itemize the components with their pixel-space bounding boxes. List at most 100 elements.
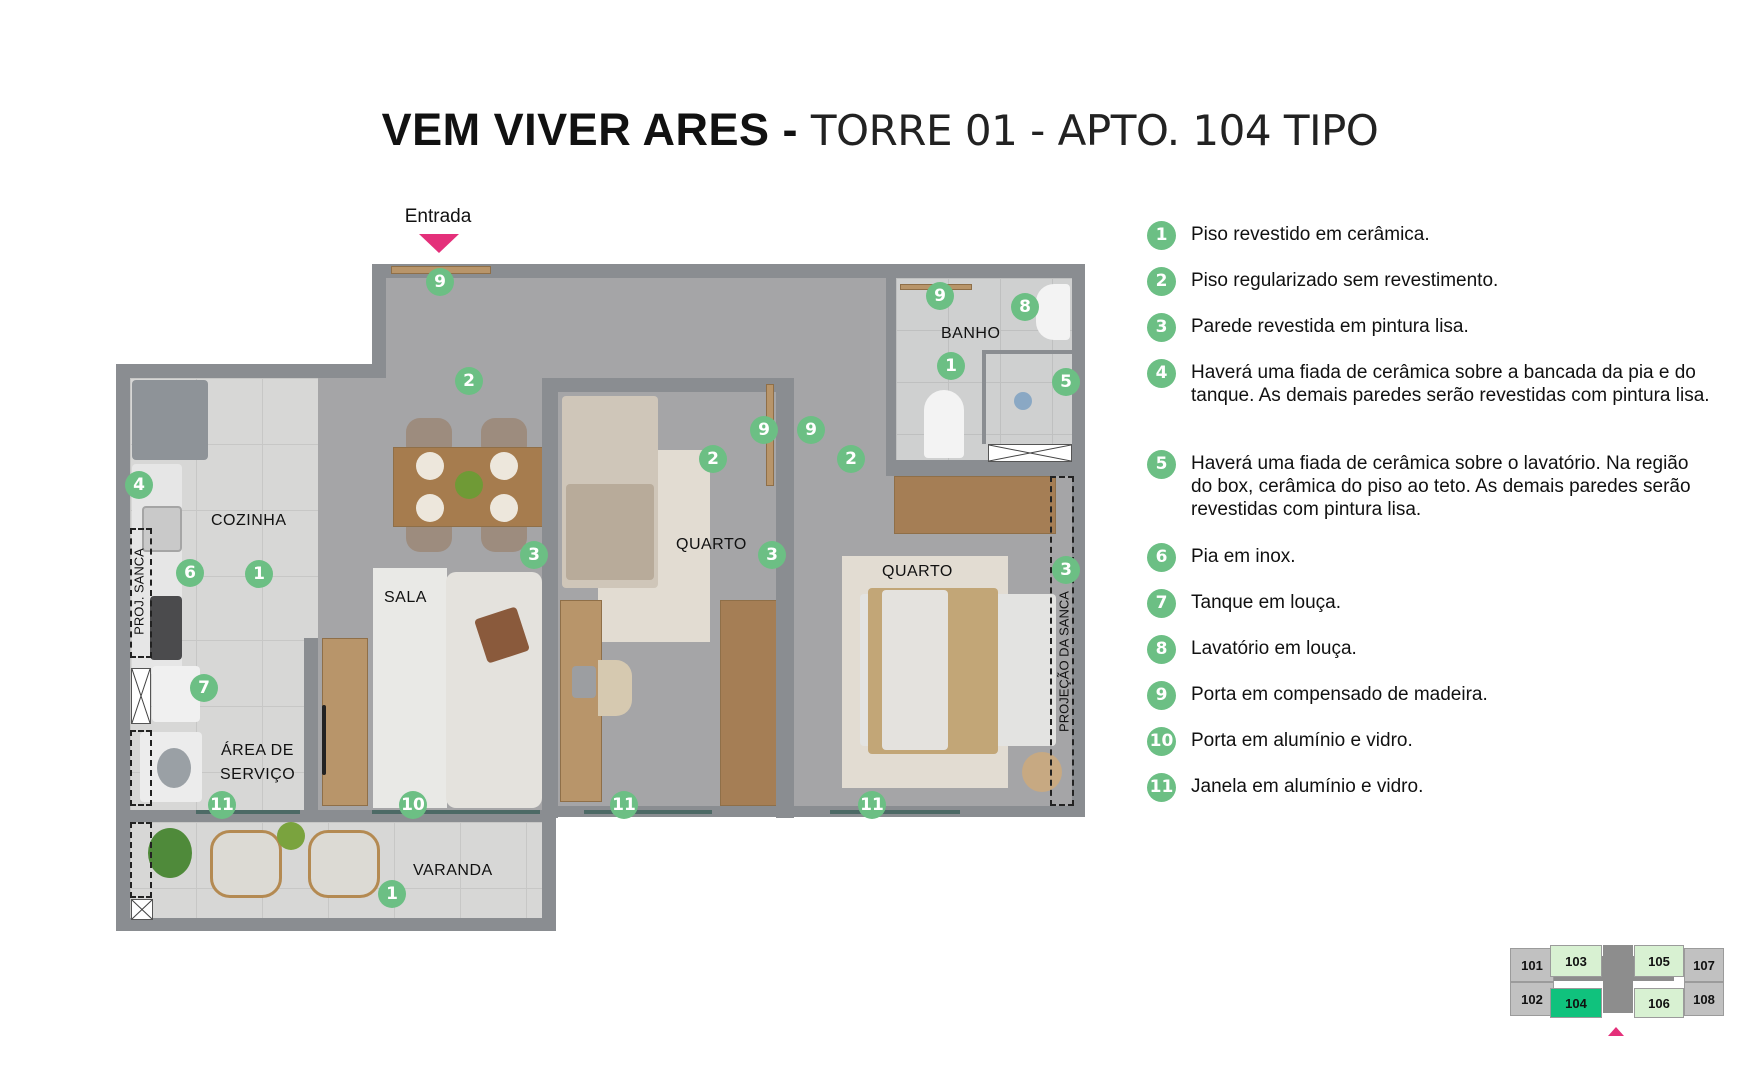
entrance-arrow-icon: [419, 234, 459, 253]
plan-marker: 1: [378, 880, 406, 908]
plan-marker: 5: [1052, 368, 1080, 396]
legend-marker: 4: [1147, 359, 1176, 388]
room-label-area-servico-2: SERVIÇO: [220, 766, 296, 783]
plan-marker: 2: [837, 445, 865, 473]
plan-marker: 3: [1052, 556, 1080, 584]
plan-marker: 3: [520, 541, 548, 569]
plan-marker: 7: [190, 674, 218, 702]
varanda-plant: [148, 828, 192, 878]
room-label-sala: SALA: [384, 589, 427, 606]
plan-marker: 10: [399, 791, 427, 819]
dining-chair: [406, 418, 452, 450]
washer-drum: [157, 748, 191, 788]
plan-marker: 1: [245, 560, 273, 588]
plan-marker: 4: [125, 471, 153, 499]
sofa: [446, 572, 542, 808]
legend-marker: 11: [1147, 773, 1176, 802]
plan-marker: 2: [455, 367, 483, 395]
plant: [455, 471, 483, 499]
hall-floor: [386, 278, 886, 378]
keyplan-core: [1603, 945, 1633, 1013]
shower-head: [1014, 392, 1032, 410]
legend-marker: 5: [1147, 450, 1176, 479]
legend-text: Piso regularizado sem revestimento.: [1191, 270, 1499, 291]
bed-quarto-2-sheet: [882, 590, 948, 750]
box-divider-v: [982, 350, 986, 444]
plan-marker: 9: [750, 416, 778, 444]
desk: [560, 600, 602, 802]
sala-rug: [373, 568, 447, 808]
legend-item: 4 Haverá uma fiada de cerâmica sobre a ba…: [1147, 359, 1711, 407]
proj-sanca-label: PROJ. SANCA: [131, 548, 147, 635]
legend-marker: 9: [1147, 681, 1176, 710]
plate: [490, 452, 518, 480]
box-divider: [982, 350, 1072, 354]
keyplan-unit-101[interactable]: 101: [1510, 948, 1554, 982]
wardrobe-quarto-2: [894, 476, 1056, 534]
plan-marker: 9: [426, 268, 454, 296]
plan-marker: 9: [797, 416, 825, 444]
legend-marker: 8: [1147, 635, 1176, 664]
room-label-varanda: VARANDA: [413, 862, 493, 879]
plan-marker: 6: [176, 559, 204, 587]
laptop: [572, 666, 596, 698]
legend-item: 1 Piso revestido em cerâmica.: [1147, 221, 1711, 250]
plate: [416, 452, 444, 480]
entrance-label: Entrada: [404, 206, 472, 227]
legend-text: Porta em alumínio e vidro.: [1191, 730, 1413, 751]
page-title: VEM VIVER ARES - TORRE 01 - APTO. 104 TI…: [0, 104, 1749, 156]
keyplan-unit-107[interactable]: 107: [1684, 948, 1724, 982]
floor-keyplan: 101 102 103 104 105 106 107 108: [1500, 942, 1724, 1038]
keyplan-entrance-arrow-icon: [1608, 1027, 1624, 1036]
keyplan-unit-102[interactable]: 102: [1510, 982, 1554, 1016]
wall-service-sala: [304, 638, 318, 836]
desk-chair: [598, 660, 632, 716]
keyplan-unit-104[interactable]: 104: [1550, 988, 1602, 1018]
window-service: [196, 810, 300, 814]
shaft-kitchen: [131, 668, 151, 724]
legend-text: Parede revestida em pintura lisa.: [1191, 316, 1469, 337]
legend-text: Haverá uma fiada de cerâmica sobre o lav…: [1191, 453, 1691, 520]
wall-quarto-divider: [776, 378, 794, 818]
room-label-quarto-1: QUARTO: [676, 536, 747, 553]
legend-marker: 1: [1147, 221, 1176, 250]
legend-marker: 6: [1147, 543, 1176, 572]
room-label-quarto-2: QUARTO: [882, 563, 953, 580]
room-label-banho: BANHO: [941, 325, 1001, 342]
legend-text: Piso revestido em cerâmica.: [1191, 224, 1430, 245]
plan-marker: 1: [937, 352, 965, 380]
keyplan-unit-103[interactable]: 103: [1550, 945, 1602, 977]
varanda-sanca-outline: [130, 822, 152, 898]
cooktop: [150, 596, 182, 660]
legend-item: 9 Porta em compensado de madeira.: [1147, 681, 1711, 710]
wall-sala-quarto: [542, 380, 558, 818]
plan-marker: 11: [208, 791, 236, 819]
door-sala-varanda: [372, 810, 540, 814]
keyplan-unit-108[interactable]: 108: [1684, 982, 1724, 1016]
keyplan-unit-105[interactable]: 105: [1634, 945, 1684, 977]
plan-marker: 8: [1011, 293, 1039, 321]
legend-marker: 7: [1147, 589, 1176, 618]
legend-marker: 10: [1147, 727, 1176, 756]
legend-marker: 3: [1147, 313, 1176, 342]
legend-text: Porta em compensado de madeira.: [1191, 684, 1488, 705]
plan-marker: 2: [699, 445, 727, 473]
keyplan-unit-106[interactable]: 106: [1634, 988, 1684, 1018]
plan-marker: 11: [610, 791, 638, 819]
room-label-area-servico: ÁREA DE: [221, 742, 294, 759]
shaft-banho: [988, 444, 1072, 462]
plate: [416, 494, 444, 522]
title-unit: TORRE 01 - APTO. 104 TIPO: [798, 106, 1379, 155]
proj-sanca-outline: [130, 528, 152, 658]
toilet: [924, 390, 964, 458]
bed-quarto-1-blanket: [566, 484, 654, 580]
legend-text: Haverá uma fiada de cerâmica sobre a ban…: [1191, 362, 1710, 406]
fridge: [132, 380, 208, 460]
proj-sanca-outline-2: [130, 730, 152, 806]
wardrobe-quarto-1: [720, 600, 778, 806]
legend-item: 5 Haverá uma fiada de cerâmica sobre o la…: [1147, 450, 1711, 521]
